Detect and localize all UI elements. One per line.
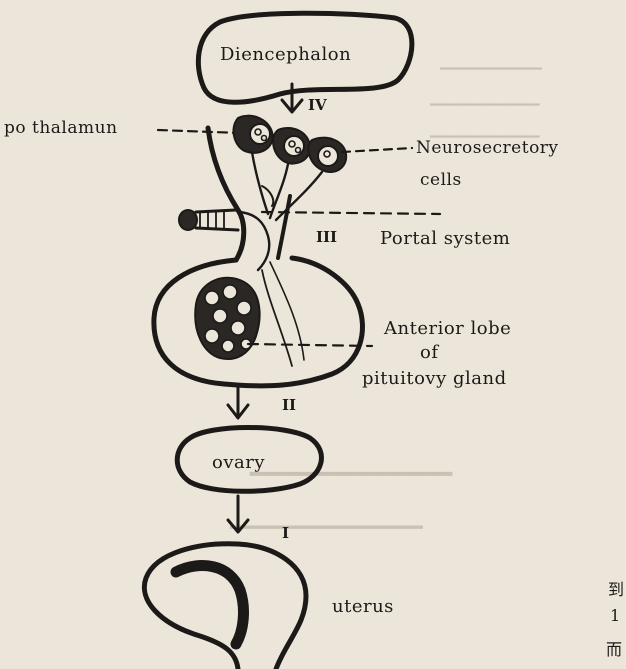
step-iv-label: IV [308,96,327,114]
uterus-label: uterus [332,596,394,617]
anterior-leader [248,344,372,346]
anterior-lobe-label-line3: pituitovy gland [362,368,507,389]
anterior-lobe-cells [195,262,304,366]
step-iii-label: III [316,228,337,246]
anterior-lobe-label-line2: of [420,342,439,363]
step-ii-label: II [282,396,296,414]
stalk-right-wall [278,196,290,258]
neurosecretory-label-line2: cells [420,170,462,190]
arrow-ii [228,388,248,418]
arrow-i [228,496,248,532]
arrow-iv [282,84,302,112]
anterior-lobe-label: Anterior lobe [384,318,511,339]
ovary-label: ovary [212,452,265,473]
uterus-outline [144,544,306,669]
portal-system-label: Portal system [380,228,510,249]
neurosecretory-label: Neurosecretory [416,138,559,158]
diencephalon-label: Diencephalon [220,44,351,65]
stalk-left-wall [208,128,244,260]
step-i-label: I [282,524,289,542]
hypothalamus-leader [158,130,240,133]
neurosecretory-leader [342,148,412,152]
hypothalamus-label: po thalamun [4,118,118,138]
